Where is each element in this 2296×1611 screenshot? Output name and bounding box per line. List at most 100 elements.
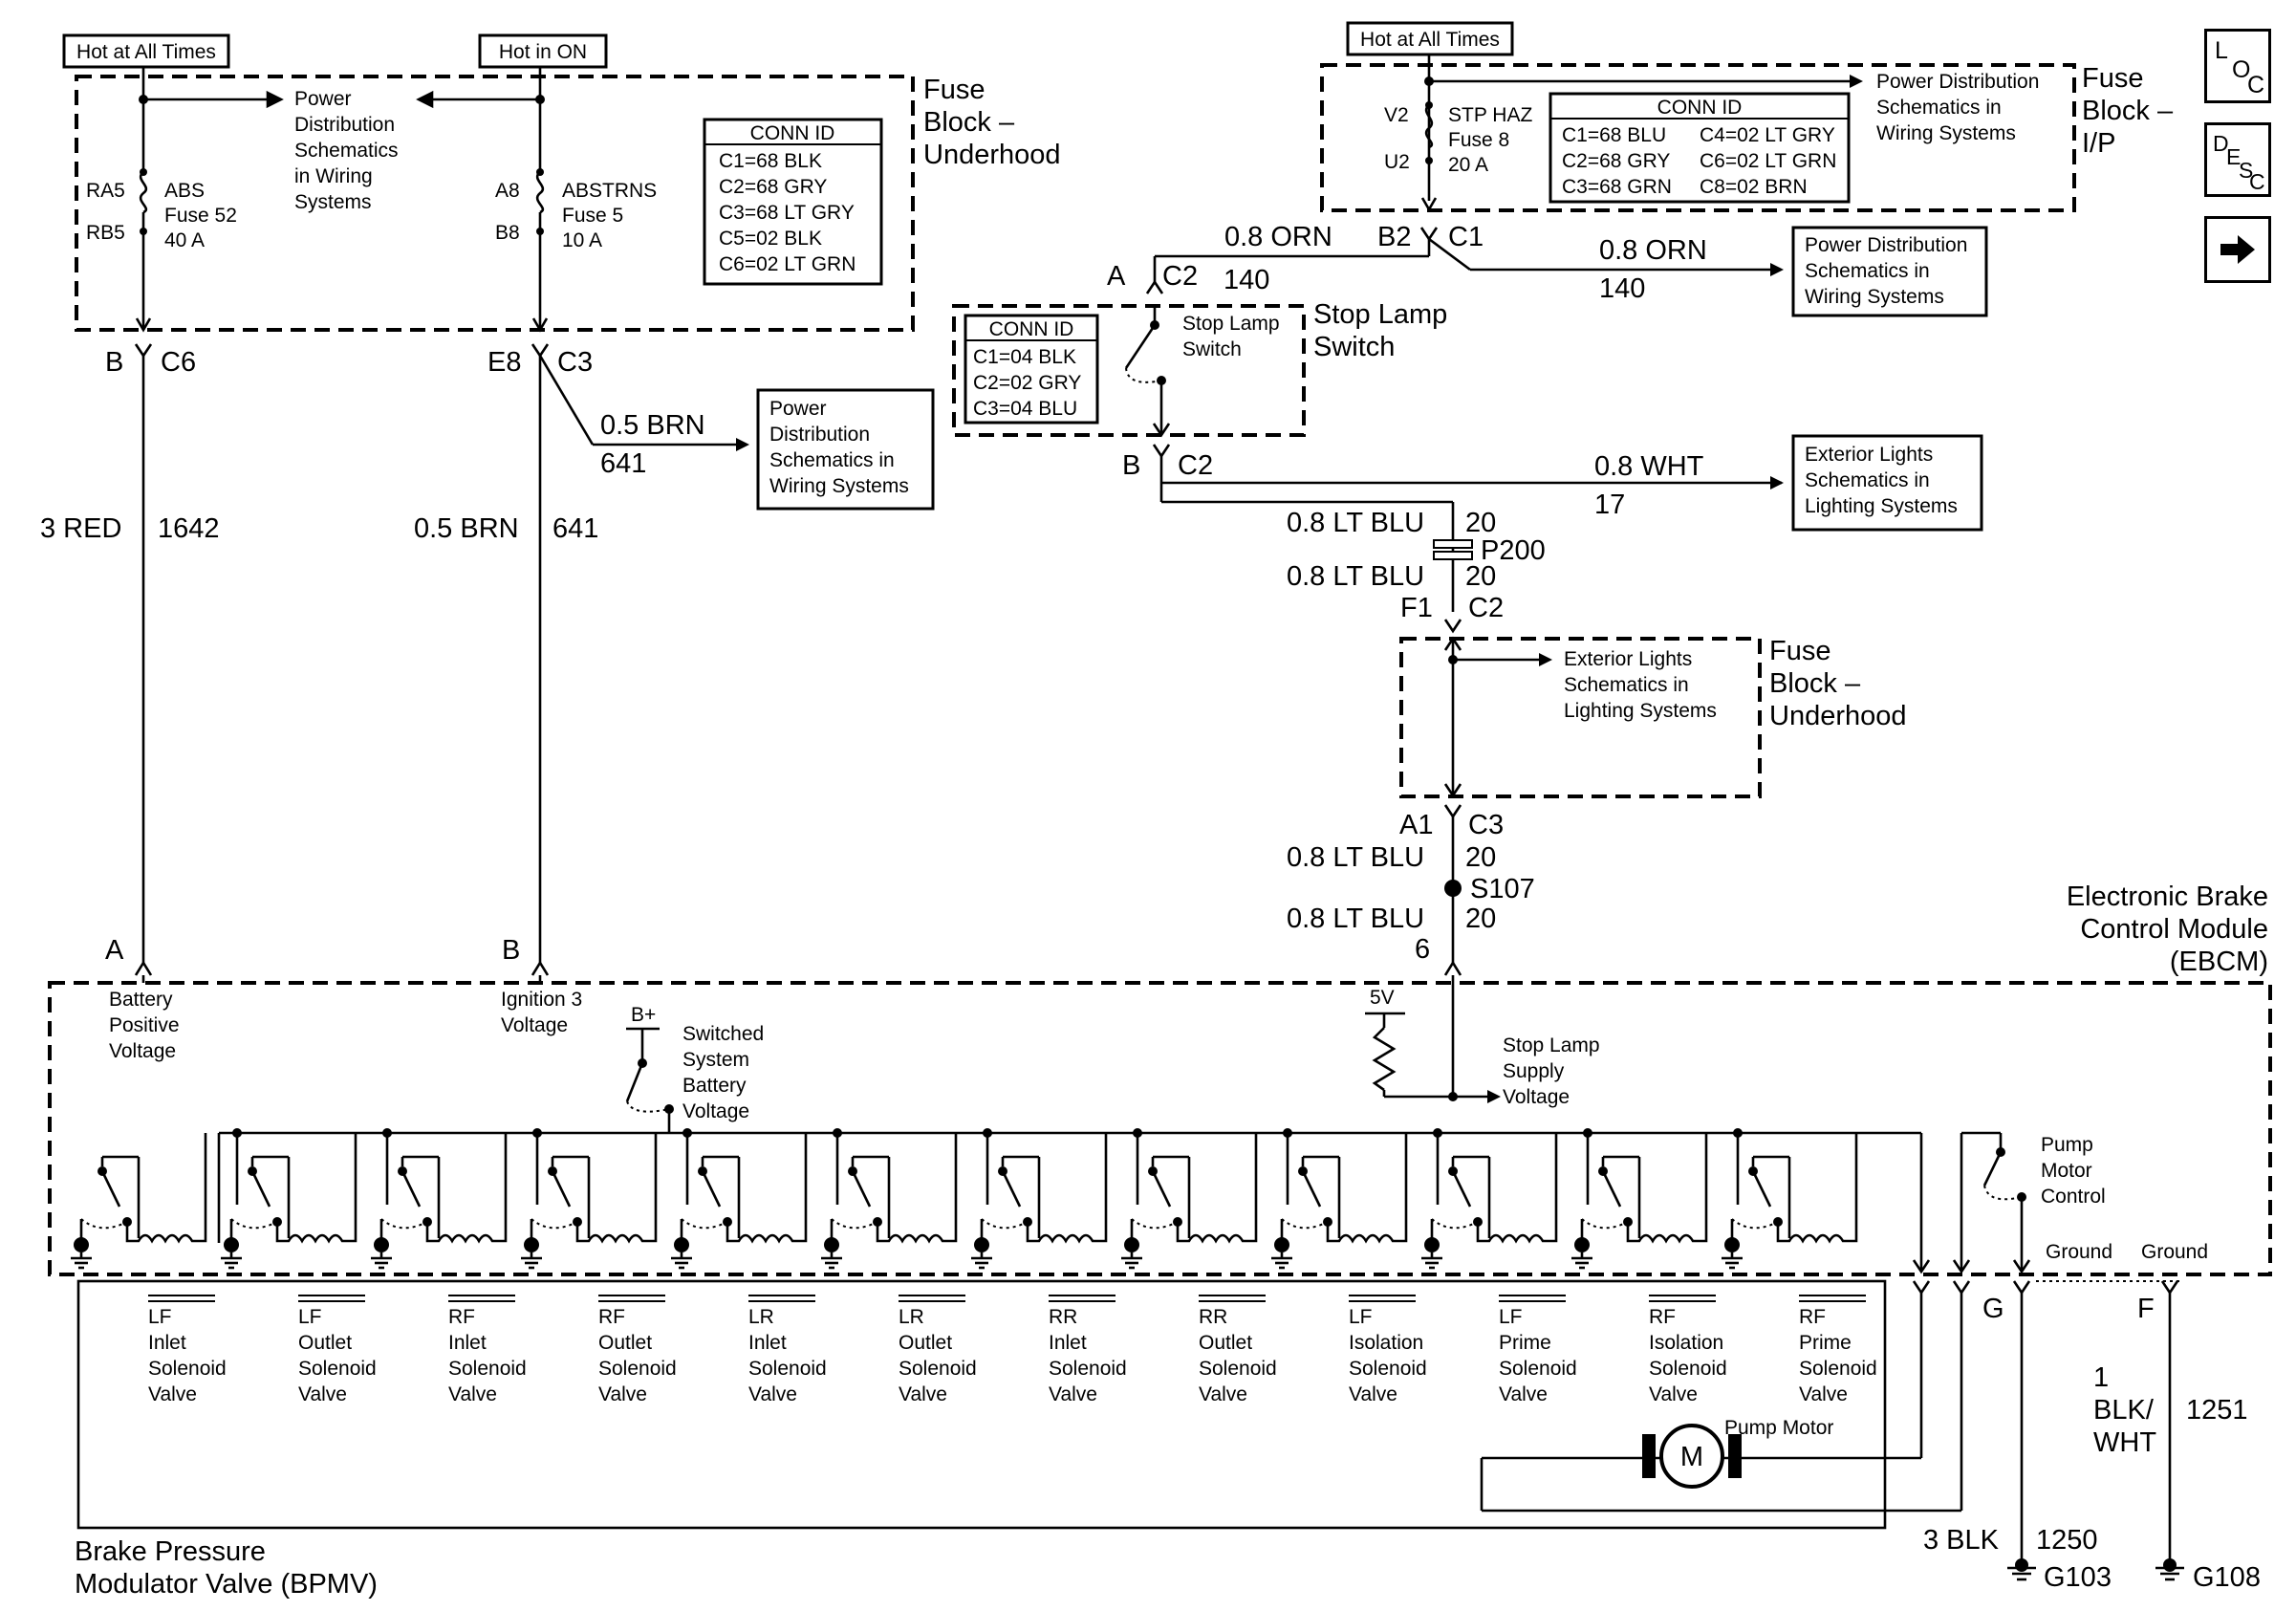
svg-text:Underhood: Underhood — [923, 140, 1061, 170]
svg-text:Valve: Valve — [1499, 1383, 1548, 1405]
arrow-right-icon — [2220, 235, 2255, 264]
circuit-1642-label: 1642 — [158, 513, 220, 544]
svg-text:Outlet: Outlet — [598, 1332, 652, 1354]
circuit-17-label: 17 — [1594, 490, 1625, 520]
g103-label: G103 — [2044, 1562, 2112, 1593]
splice-s107-label: S107 — [1470, 874, 1535, 904]
connector-c2-label-3: C2 — [1468, 593, 1504, 623]
fuse-5-label: Fuse 5 — [562, 205, 623, 227]
svg-text:Switch: Switch — [1182, 338, 1242, 360]
svg-text:Isolation: Isolation — [1649, 1332, 1723, 1354]
connector-c3-label-2: C3 — [1468, 810, 1504, 840]
circuit-1250-label: 1250 — [2036, 1525, 2098, 1556]
circuit-140-label: 140 — [1599, 273, 1645, 304]
ground-label-2: Ground — [2141, 1241, 2208, 1263]
battery-positive-voltage-label: Battery Positive Voltage — [109, 989, 180, 1062]
svg-text:Inlet: Inlet — [1049, 1332, 1087, 1354]
svg-text:RF: RF — [448, 1306, 475, 1328]
circuit-20-label-4: 20 — [1465, 903, 1496, 934]
hot-at-all-times-label-2: Hot at All Times — [1360, 29, 1500, 51]
fuse-8-rating: 20 A — [1448, 154, 1488, 176]
pin-b-label-2: B — [1122, 450, 1140, 481]
circuit-140-label-2: 140 — [1224, 265, 1269, 295]
circuit-1251-label: 1251 — [2186, 1395, 2248, 1426]
fuse-block-underhood-title: Fuse Block – Underhood — [923, 75, 1061, 170]
b8-label: B8 — [495, 222, 520, 244]
ebcm-outline — [48, 981, 2272, 1276]
svg-text:M: M — [1680, 1442, 1703, 1472]
wire-08-wht-label: 0.8 WHT — [1594, 451, 1704, 482]
conn-id-table-3: CONN ID C1=04 BLK C2=02 GRY C3=04 BLU — [964, 314, 1099, 425]
power-distribution-ref-1[interactable]: Power Distribution Schematics in Wiring … — [294, 88, 399, 213]
connector-c3-label: C3 — [557, 347, 593, 378]
next-page-button[interactable] — [2204, 216, 2271, 283]
pin-b2-label: B2 — [1377, 222, 1411, 252]
svg-text:C5=02 BLK: C5=02 BLK — [719, 228, 822, 250]
circuit-20-label-2: 20 — [1465, 561, 1496, 592]
power-distribution-ref-4[interactable]: Power Distribution Schematics in Wiring … — [1791, 226, 1988, 317]
wire-08-orn-label: 0.8 ORN — [1224, 222, 1332, 252]
svg-text:RF: RF — [1649, 1306, 1676, 1328]
connector-c1-label: C1 — [1448, 222, 1484, 252]
power-distribution-ref-2[interactable]: Power Distribution Schematics in Wiring … — [756, 388, 935, 511]
svg-text:Valve: Valve — [1199, 1383, 1247, 1405]
svg-text:Solenoid: Solenoid — [1649, 1358, 1727, 1380]
hot-at-all-times-box — [62, 33, 230, 69]
rb5-label: RB5 — [86, 222, 125, 244]
svg-text:Electronic Brake: Electronic Brake — [2067, 882, 2268, 912]
wire-08-lt-blu-label-4: 0.8 LT BLU — [1287, 903, 1424, 934]
pin-f-label: F — [2137, 1294, 2155, 1324]
solenoid-driver-8 — [1121, 1128, 1258, 1270]
exterior-lights-ref-1[interactable]: Exterior Lights Schematics in Lighting S… — [1791, 434, 1983, 532]
svg-text:Fuse: Fuse — [923, 75, 985, 105]
svg-text:Inlet: Inlet — [448, 1332, 487, 1354]
solenoid-driver-3 — [371, 1128, 508, 1270]
solenoid-driver-2 — [221, 1128, 357, 1270]
fuse-block-underhood-2-title: Fuse Block – Underhood — [1769, 636, 1907, 731]
power-distribution-ref-3[interactable]: Power Distribution Schematics in Wiring … — [1876, 71, 2039, 144]
ra5-label: RA5 — [86, 180, 125, 202]
svg-text:C1=68 BLU: C1=68 BLU — [1562, 124, 1666, 146]
exterior-lights-ref-2[interactable]: Exterior Lights Schematics in Lighting S… — [1564, 648, 1717, 722]
b-plus-label: B+ — [631, 1004, 656, 1026]
svg-text:LF: LF — [1499, 1306, 1523, 1328]
fuse-5-rating: 10 A — [562, 229, 602, 251]
desc-button[interactable]: D E S C — [2204, 122, 2271, 197]
loc-button[interactable]: L O C — [2204, 29, 2271, 103]
svg-text:Solenoid: Solenoid — [1799, 1358, 1877, 1380]
svg-text:LF: LF — [298, 1306, 322, 1328]
svg-text:Outlet: Outlet — [1199, 1332, 1252, 1354]
svg-text:Stop Lamp: Stop Lamp — [1182, 313, 1280, 335]
svg-text:Block –: Block – — [923, 107, 1015, 138]
fuse-8-label: Fuse 8 — [1448, 129, 1509, 151]
conn-id-table-2: CONN ID C1=68 BLU C2=68 GRY C3=68 GRN C4… — [1549, 92, 1851, 204]
pump-motor: M — [1642, 1424, 1742, 1489]
circuit-641-label-2: 641 — [552, 513, 598, 544]
svg-text:1: 1 — [2093, 1362, 2109, 1393]
fuse-block-underhood-2-outline — [1399, 637, 1762, 798]
svg-text:Positive: Positive — [109, 1014, 180, 1036]
svg-text:Schematics in: Schematics in — [1805, 469, 1930, 491]
svg-text:LF: LF — [1349, 1306, 1373, 1328]
svg-text:BLK/: BLK/ — [2093, 1395, 2155, 1426]
wire-08-lt-blu-label-3: 0.8 LT BLU — [1287, 842, 1424, 873]
wire-05-brn-label-2: 0.5 BRN — [414, 513, 519, 544]
pin-f1-label: F1 — [1400, 593, 1433, 623]
ignition-3-voltage-label: Ignition 3 Voltage — [501, 989, 582, 1036]
svg-text:Underhood: Underhood — [1769, 701, 1907, 731]
ground-g108 — [2155, 1558, 2184, 1581]
stop-lamp-switch-outline — [952, 304, 1306, 437]
svg-text:Voltage: Voltage — [501, 1014, 568, 1036]
svg-text:Distribution: Distribution — [294, 114, 395, 136]
svg-text:Solenoid: Solenoid — [448, 1358, 527, 1380]
svg-text:Pump: Pump — [2041, 1134, 2093, 1156]
svg-text:Schematics: Schematics — [294, 140, 399, 162]
hot-in-on-label: Hot in ON — [499, 41, 587, 63]
svg-text:Inlet: Inlet — [748, 1332, 787, 1354]
svg-text:CONN ID: CONN ID — [989, 318, 1074, 340]
svg-text:Schematics in: Schematics in — [1876, 97, 2002, 119]
svg-text:Wiring Systems: Wiring Systems — [1876, 122, 2016, 144]
svg-text:Valve: Valve — [148, 1383, 197, 1405]
